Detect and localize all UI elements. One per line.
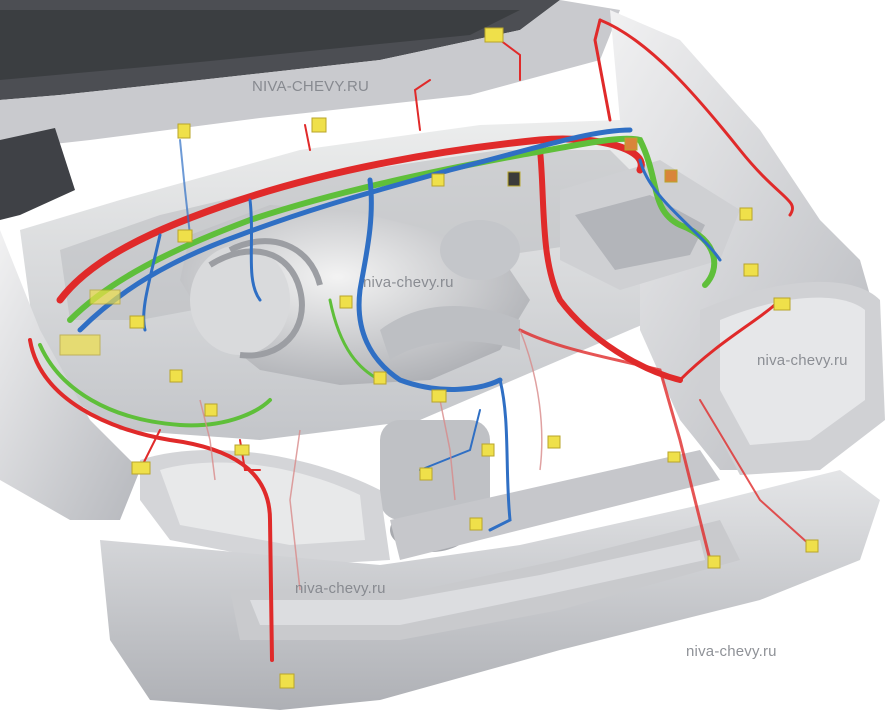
connector xyxy=(177,123,191,139)
connector xyxy=(169,369,183,383)
connector xyxy=(431,389,447,403)
left-headlight xyxy=(140,450,390,565)
connector xyxy=(469,517,483,531)
connector xyxy=(667,451,681,463)
connector xyxy=(129,315,145,329)
watermark-text: niva-chevy.ru xyxy=(757,352,848,369)
connector xyxy=(484,27,504,43)
connector xyxy=(805,539,819,553)
connector xyxy=(431,173,445,187)
windshield-area xyxy=(0,0,620,150)
watermark-text: NIVA-CHEVY.RU xyxy=(252,78,370,95)
connector xyxy=(234,444,250,456)
connector xyxy=(131,461,151,475)
connector xyxy=(89,289,121,305)
connector xyxy=(773,297,791,311)
connector xyxy=(624,137,638,151)
left-fender xyxy=(0,230,140,520)
connector xyxy=(547,435,561,449)
connector xyxy=(311,117,327,133)
watermark-text: niva-chevy.ru xyxy=(295,580,386,597)
connector xyxy=(279,673,295,689)
connector xyxy=(739,207,753,221)
watermark-text: niva-chevy.ru xyxy=(363,274,454,291)
radiator-crossbar xyxy=(390,450,720,560)
connector xyxy=(743,263,759,277)
watermark-text: niva-chevy.ru xyxy=(686,643,777,660)
right-headlight xyxy=(700,281,885,475)
connector xyxy=(373,371,387,385)
connector xyxy=(419,467,433,481)
connector xyxy=(59,334,101,356)
secondary-wires xyxy=(199,329,543,591)
connector xyxy=(177,229,193,243)
connector xyxy=(507,171,521,187)
front-bumper xyxy=(100,470,880,710)
connector xyxy=(481,443,495,457)
blue-wire-harness xyxy=(77,127,722,532)
connectors xyxy=(59,27,819,689)
connector xyxy=(339,295,353,309)
left-cowl-opening xyxy=(0,128,75,220)
connector xyxy=(204,403,218,417)
connector xyxy=(707,555,721,569)
connector xyxy=(664,169,678,183)
